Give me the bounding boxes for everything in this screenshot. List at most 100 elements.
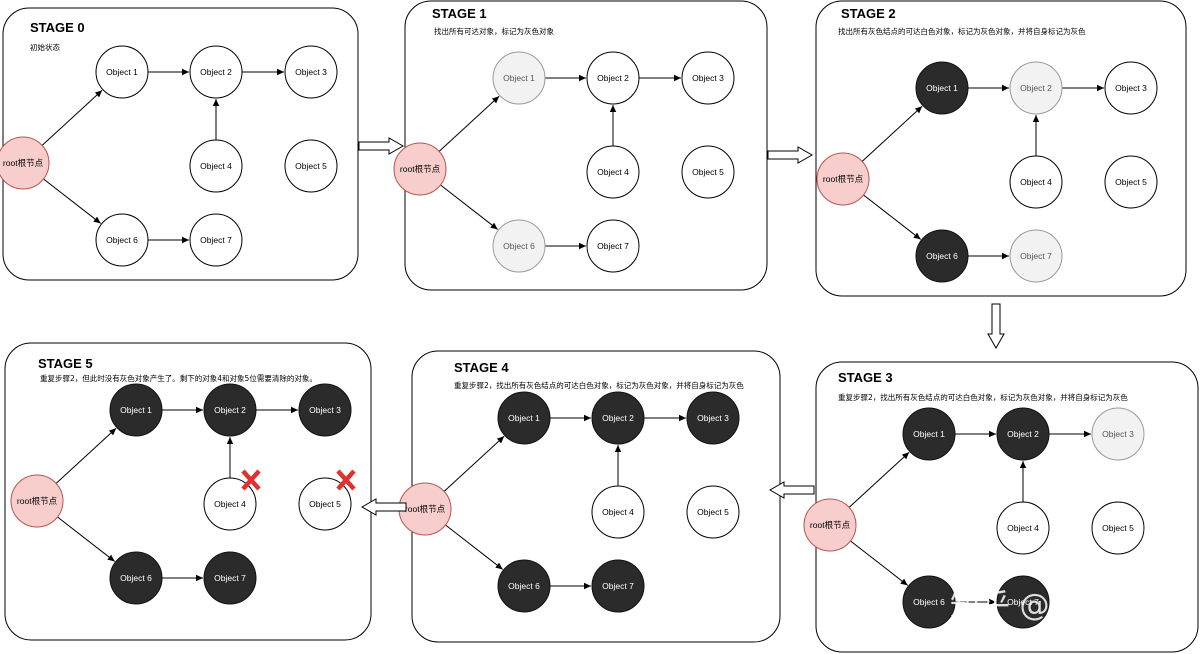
node-o7: Object 7: [996, 575, 1050, 629]
object-node-circle: [298, 477, 352, 531]
node-o2: Object 2: [1009, 61, 1063, 115]
object-node-circle: [591, 391, 645, 445]
node-label: root根节点: [810, 520, 851, 530]
node-label: Object 5: [1115, 177, 1147, 187]
stage-1-title: STAGE 1: [432, 6, 487, 21]
node-o4: Object 4: [591, 485, 645, 539]
node-o3: Object 3: [681, 51, 735, 105]
object-node-circle: [203, 477, 257, 531]
node-root: root根节点: [816, 152, 870, 206]
stage-3-to-4-arrow-icon: [768, 481, 815, 499]
object-node-circle: [497, 559, 551, 613]
node-label: Object 4: [597, 167, 629, 177]
object-node-circle: [1104, 155, 1158, 209]
object-node-circle: [1091, 407, 1145, 461]
node-o6: Object 6: [492, 219, 546, 273]
node-label: Object 3: [309, 405, 341, 415]
node-o2: Object 2: [586, 51, 640, 105]
node-o1: Object 1: [109, 383, 163, 437]
node-o2: Object 2: [591, 391, 645, 445]
node-label: Object 6: [913, 597, 945, 607]
object-node-circle: [497, 391, 551, 445]
stage-1-frame: [404, 0, 768, 291]
node-o6: Object 6: [902, 575, 956, 629]
node-o7: Object 7: [189, 213, 243, 267]
node-label: Object 1: [913, 429, 945, 439]
object-node-circle: [492, 219, 546, 273]
edge-root-to-o1: [861, 105, 923, 162]
object-node-circle: [203, 383, 257, 437]
stage-2-to-3-arrow-icon: [987, 303, 1005, 350]
node-label: Object 7: [1007, 597, 1039, 607]
node-o3: Object 3: [1104, 61, 1158, 115]
object-node-circle: [1104, 61, 1158, 115]
node-label: Object 2: [200, 67, 232, 77]
object-node-circle: [189, 213, 243, 267]
node-label: Object 2: [597, 73, 629, 83]
stage-4-title: STAGE 4: [454, 360, 509, 375]
node-label: Object 2: [214, 405, 246, 415]
node-o4: Object 4: [996, 501, 1050, 555]
node-label: root根节点: [400, 164, 441, 174]
stage-2-frame: [815, 0, 1187, 297]
edge-root-to-o6: [445, 524, 503, 570]
stage-5-title: STAGE 5: [38, 356, 93, 371]
object-node-circle: [1009, 229, 1063, 283]
root-node-circle: [10, 474, 64, 528]
root-node-circle: [0, 136, 50, 190]
node-o6: Object 6: [109, 551, 163, 605]
edge-root-to-o1: [848, 451, 910, 508]
node-label: Object 2: [1007, 429, 1039, 439]
node-label: Object 1: [508, 413, 540, 423]
node-root: root根节点: [10, 474, 64, 528]
node-o5: Object 5: [681, 145, 735, 199]
node-label: Object 5: [295, 161, 327, 171]
stage-0-title: STAGE 0: [30, 20, 85, 35]
edge-root-to-o1: [438, 95, 500, 152]
stage-1-to-2-arrow-icon: [767, 146, 814, 164]
object-node-circle: [298, 383, 352, 437]
node-label: Object 7: [1020, 251, 1052, 261]
object-node-circle: [203, 551, 257, 605]
object-node-circle: [1009, 61, 1063, 115]
object-node-circle: [189, 45, 243, 99]
node-label: root根节点: [3, 158, 44, 168]
object-node-circle: [686, 391, 740, 445]
remove-cross-icon: [336, 469, 356, 491]
node-label: Object 4: [214, 499, 246, 509]
object-node-circle: [189, 139, 243, 193]
node-label: Object 6: [120, 573, 152, 583]
object-node-circle: [1091, 501, 1145, 555]
node-label: Object 3: [1115, 83, 1147, 93]
stage-3-panel: STAGE 3重复步骤2，找出所有灰色结点的可达白色对象，标记为灰色对象，并将自…: [803, 361, 1199, 653]
node-label: Object 6: [508, 581, 540, 591]
node-o1: Object 1: [915, 61, 969, 115]
object-node-circle: [492, 51, 546, 105]
node-label: Object 1: [106, 67, 138, 77]
node-label: Object 4: [1007, 523, 1039, 533]
node-label: Object 3: [697, 413, 729, 423]
object-node-circle: [681, 145, 735, 199]
edge-root-to-o1: [41, 89, 103, 146]
node-label: Object 5: [1102, 523, 1134, 533]
node-o3: Object 3: [298, 383, 352, 437]
root-node-circle: [803, 498, 857, 552]
node-label: Object 3: [1102, 429, 1134, 439]
stage-0-description: 初始状态: [30, 42, 60, 52]
stage-3-title: STAGE 3: [838, 370, 893, 385]
node-label: root根节点: [17, 496, 58, 506]
node-label: Object 7: [602, 581, 634, 591]
stage-5-frame: [4, 342, 372, 641]
node-label: Object 6: [106, 235, 138, 245]
node-label: root根节点: [823, 174, 864, 184]
node-o2: Object 2: [189, 45, 243, 99]
node-o7: Object 7: [586, 219, 640, 273]
node-o7: Object 7: [203, 551, 257, 605]
edge-root-to-o1: [55, 427, 117, 484]
node-o6: Object 6: [915, 229, 969, 283]
object-node-circle: [996, 575, 1050, 629]
object-node-circle: [902, 575, 956, 629]
node-label: root根节点: [405, 504, 446, 514]
node-label: Object 5: [309, 499, 341, 509]
